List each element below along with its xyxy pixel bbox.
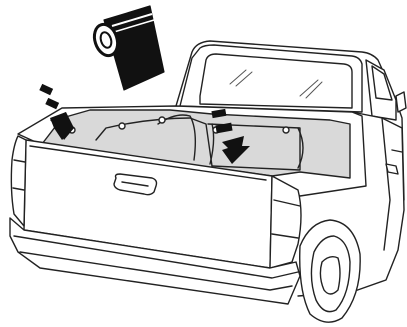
side-mirror [396,92,406,112]
adhesive-tape-roll-icon [91,6,164,90]
right-tail-light [270,176,301,268]
rear-wheel [300,220,360,322]
left-tail-light [11,136,26,226]
